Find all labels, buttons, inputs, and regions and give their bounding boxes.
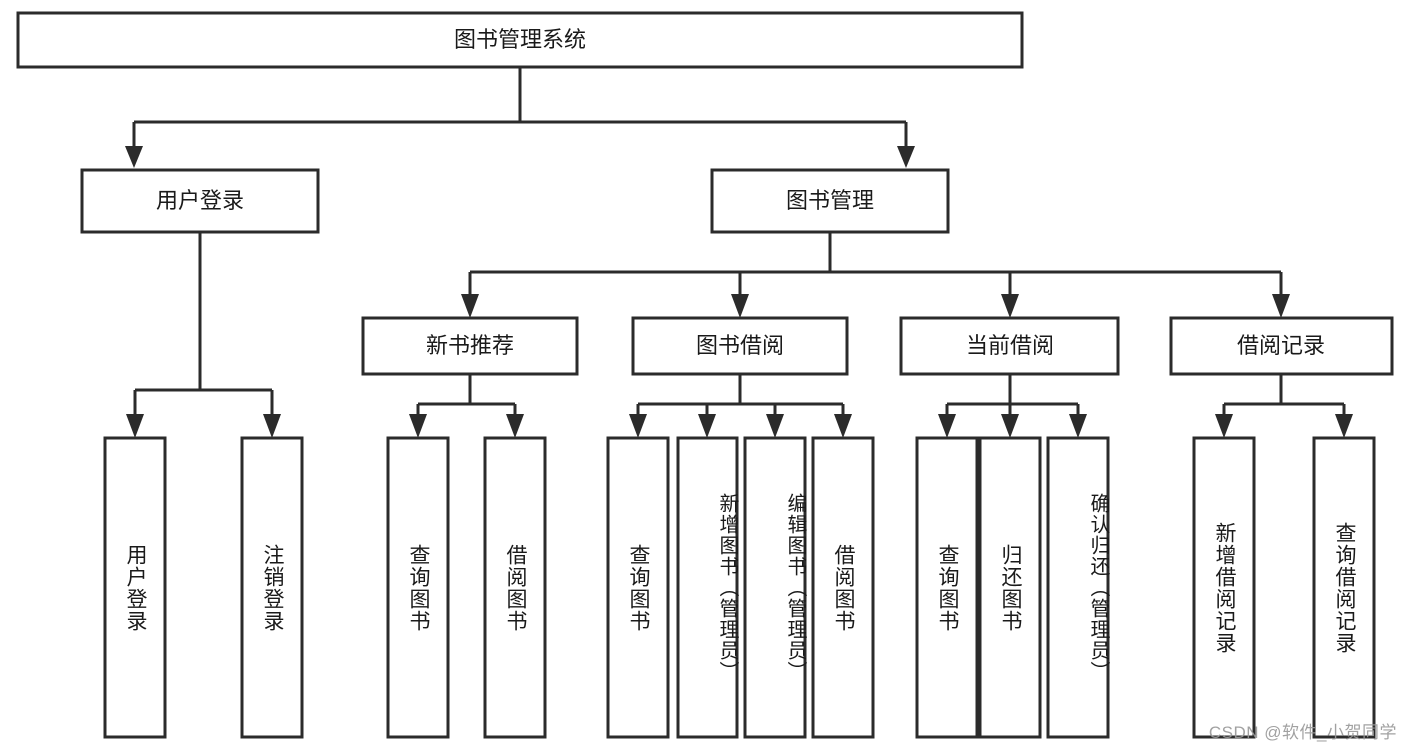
arrow-head-icon [834,414,852,438]
arrow-head-icon [126,414,144,438]
arrow-head-icon [1335,414,1353,438]
leaf-box-current-borrow-1[interactable] [978,436,1042,739]
leaf-box-new-book-1[interactable] [483,436,547,739]
leaf-box-book-borrow-2[interactable] [743,436,807,739]
arrow-head-icon [766,414,784,438]
leaf-box-borrow-record-0[interactable] [1192,436,1256,739]
connector-bookmgmt-to-level3 [461,232,1290,318]
arrow-head-icon [263,414,281,438]
arrow-head-icon [698,414,716,438]
csdn-watermark: CSDN @软件_小贺同学 [1208,723,1397,742]
arrow-head-icon [731,294,749,318]
leaf-box-user-login-0[interactable] [103,436,167,739]
arrow-head-icon [1215,414,1233,438]
node-current-borrow[interactable]: 当前借阅 [899,316,1120,376]
connector-userlogin-to-leaves [126,232,281,438]
arrow-head-icon [897,146,915,168]
connector-bookborrow-to-leaves [629,374,852,438]
level3-label-3: 借阅记录 [1237,333,1325,358]
leaf-box-current-borrow-2[interactable] [1046,436,1110,739]
node-root[interactable]: 图书管理系统 [16,11,1024,69]
leaf-box-new-book-0[interactable] [386,436,450,739]
connector-currentborrow-to-leaves [938,374,1087,438]
arrow-head-icon [461,294,479,318]
level3-label-0: 新书推荐 [426,333,514,358]
level3-label-2: 当前借阅 [966,333,1054,358]
arrow-head-icon [938,414,956,438]
level2-label-0: 用户登录 [156,188,244,213]
root-box[interactable] [16,11,1024,69]
level2-label-1: 图书管理 [786,188,874,213]
level3-box-2[interactable] [899,316,1120,376]
node-book-management[interactable]: 图书管理 [710,168,950,234]
leaf-box-book-borrow-3[interactable] [811,436,875,739]
node-book-borrow[interactable]: 图书借阅 [631,316,849,376]
level3-box-0[interactable] [361,316,579,376]
connector-root-to-level2 [125,67,915,168]
level2-box-0[interactable] [80,168,320,234]
leaf-box-book-borrow-1[interactable] [676,436,739,739]
connector-borrowrecord-to-leaves [1215,374,1353,438]
node-borrow-record[interactable]: 借阅记录 [1169,316,1394,376]
leaf-box-current-borrow-0[interactable] [915,436,979,739]
arrow-head-icon [1001,294,1019,318]
leaf-box-book-borrow-0[interactable] [606,436,670,739]
connector-newbook-to-leaves [409,374,524,438]
arrow-head-icon [125,146,143,168]
root-label: 图书管理系统 [454,27,586,52]
arrow-head-icon [1069,414,1087,438]
arrow-head-icon [409,414,427,438]
node-user-login[interactable]: 用户登录 [80,168,320,234]
arrow-head-icon [629,414,647,438]
level3-label-1: 图书借阅 [696,333,784,358]
leaf-box-user-login-1[interactable] [240,436,304,739]
arrow-head-icon [1001,414,1019,438]
arrow-head-icon [1272,294,1290,318]
leaf-box-borrow-record-1[interactable] [1312,436,1376,739]
node-new-book-recommend[interactable]: 新书推荐 [361,316,579,376]
arrow-head-icon [506,414,524,438]
